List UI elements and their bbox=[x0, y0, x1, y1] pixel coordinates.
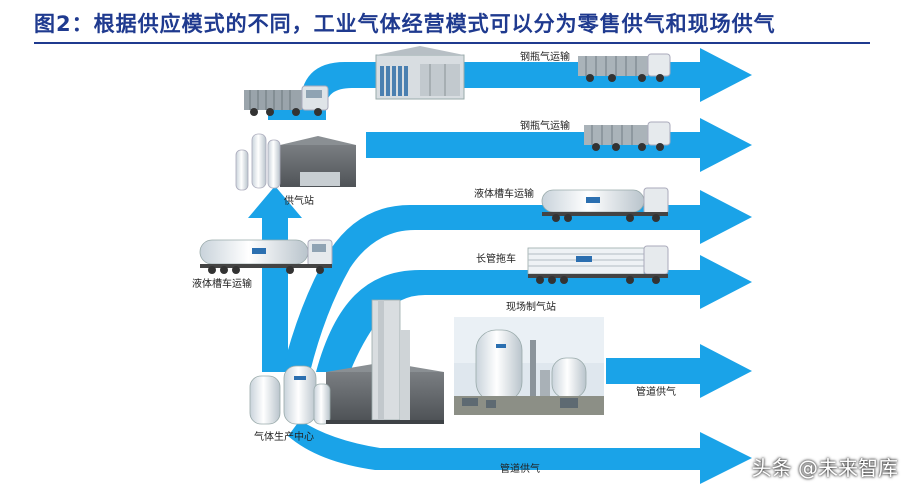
label-supply-station: 供气站 bbox=[284, 194, 314, 207]
label-cylinder-transport-1: 钢瓶气运输 bbox=[520, 50, 570, 63]
arrow-cylinder-station bbox=[366, 118, 752, 172]
label-cylinder-transport-2: 钢瓶气运输 bbox=[520, 119, 570, 132]
liquid-tanker-truck-left bbox=[199, 239, 333, 274]
cylinder-truck-right-middle bbox=[584, 121, 671, 151]
arrow-up-to-station bbox=[248, 186, 302, 372]
cylinder-truck-right-top bbox=[578, 53, 671, 82]
arrow-pipeline-bottom bbox=[288, 420, 752, 484]
onsite-plant-photo bbox=[454, 317, 604, 415]
label-pipeline-supply-1: 管道供气 bbox=[636, 385, 676, 398]
arrow-pipeline-onsite bbox=[606, 344, 752, 398]
arrow-liquid-tanker bbox=[282, 190, 752, 372]
arrow-cylinder-top bbox=[268, 48, 752, 120]
title-underline bbox=[34, 42, 870, 44]
figure-title: 图2：根据供应模式的不同，工业气体经营模式可以分为零售供气和现场供气 bbox=[34, 12, 776, 36]
label-onsite-plant: 现场制气站 bbox=[506, 300, 556, 313]
source-line-cropped bbox=[34, 482, 334, 493]
gas-production-center bbox=[249, 299, 444, 425]
watermark: 头条 @未来智库 bbox=[751, 456, 898, 480]
supply-station bbox=[235, 133, 356, 191]
label-tube-trailer: 长管拖车 bbox=[476, 252, 516, 265]
label-liquid-tanker-left: 液体槽车运输 bbox=[192, 277, 252, 290]
cylinder-warehouse bbox=[375, 46, 465, 100]
tube-trailer-truck bbox=[527, 245, 669, 284]
liquid-tanker-truck-right bbox=[541, 187, 669, 222]
arrow-tube-trailer bbox=[316, 255, 752, 372]
cylinder-truck-left bbox=[244, 85, 329, 116]
label-pipeline-supply-2: 管道供气 bbox=[500, 462, 540, 475]
label-liquid-tanker-right: 液体槽车运输 bbox=[474, 187, 534, 200]
label-production-center: 气体生产中心 bbox=[254, 430, 314, 443]
